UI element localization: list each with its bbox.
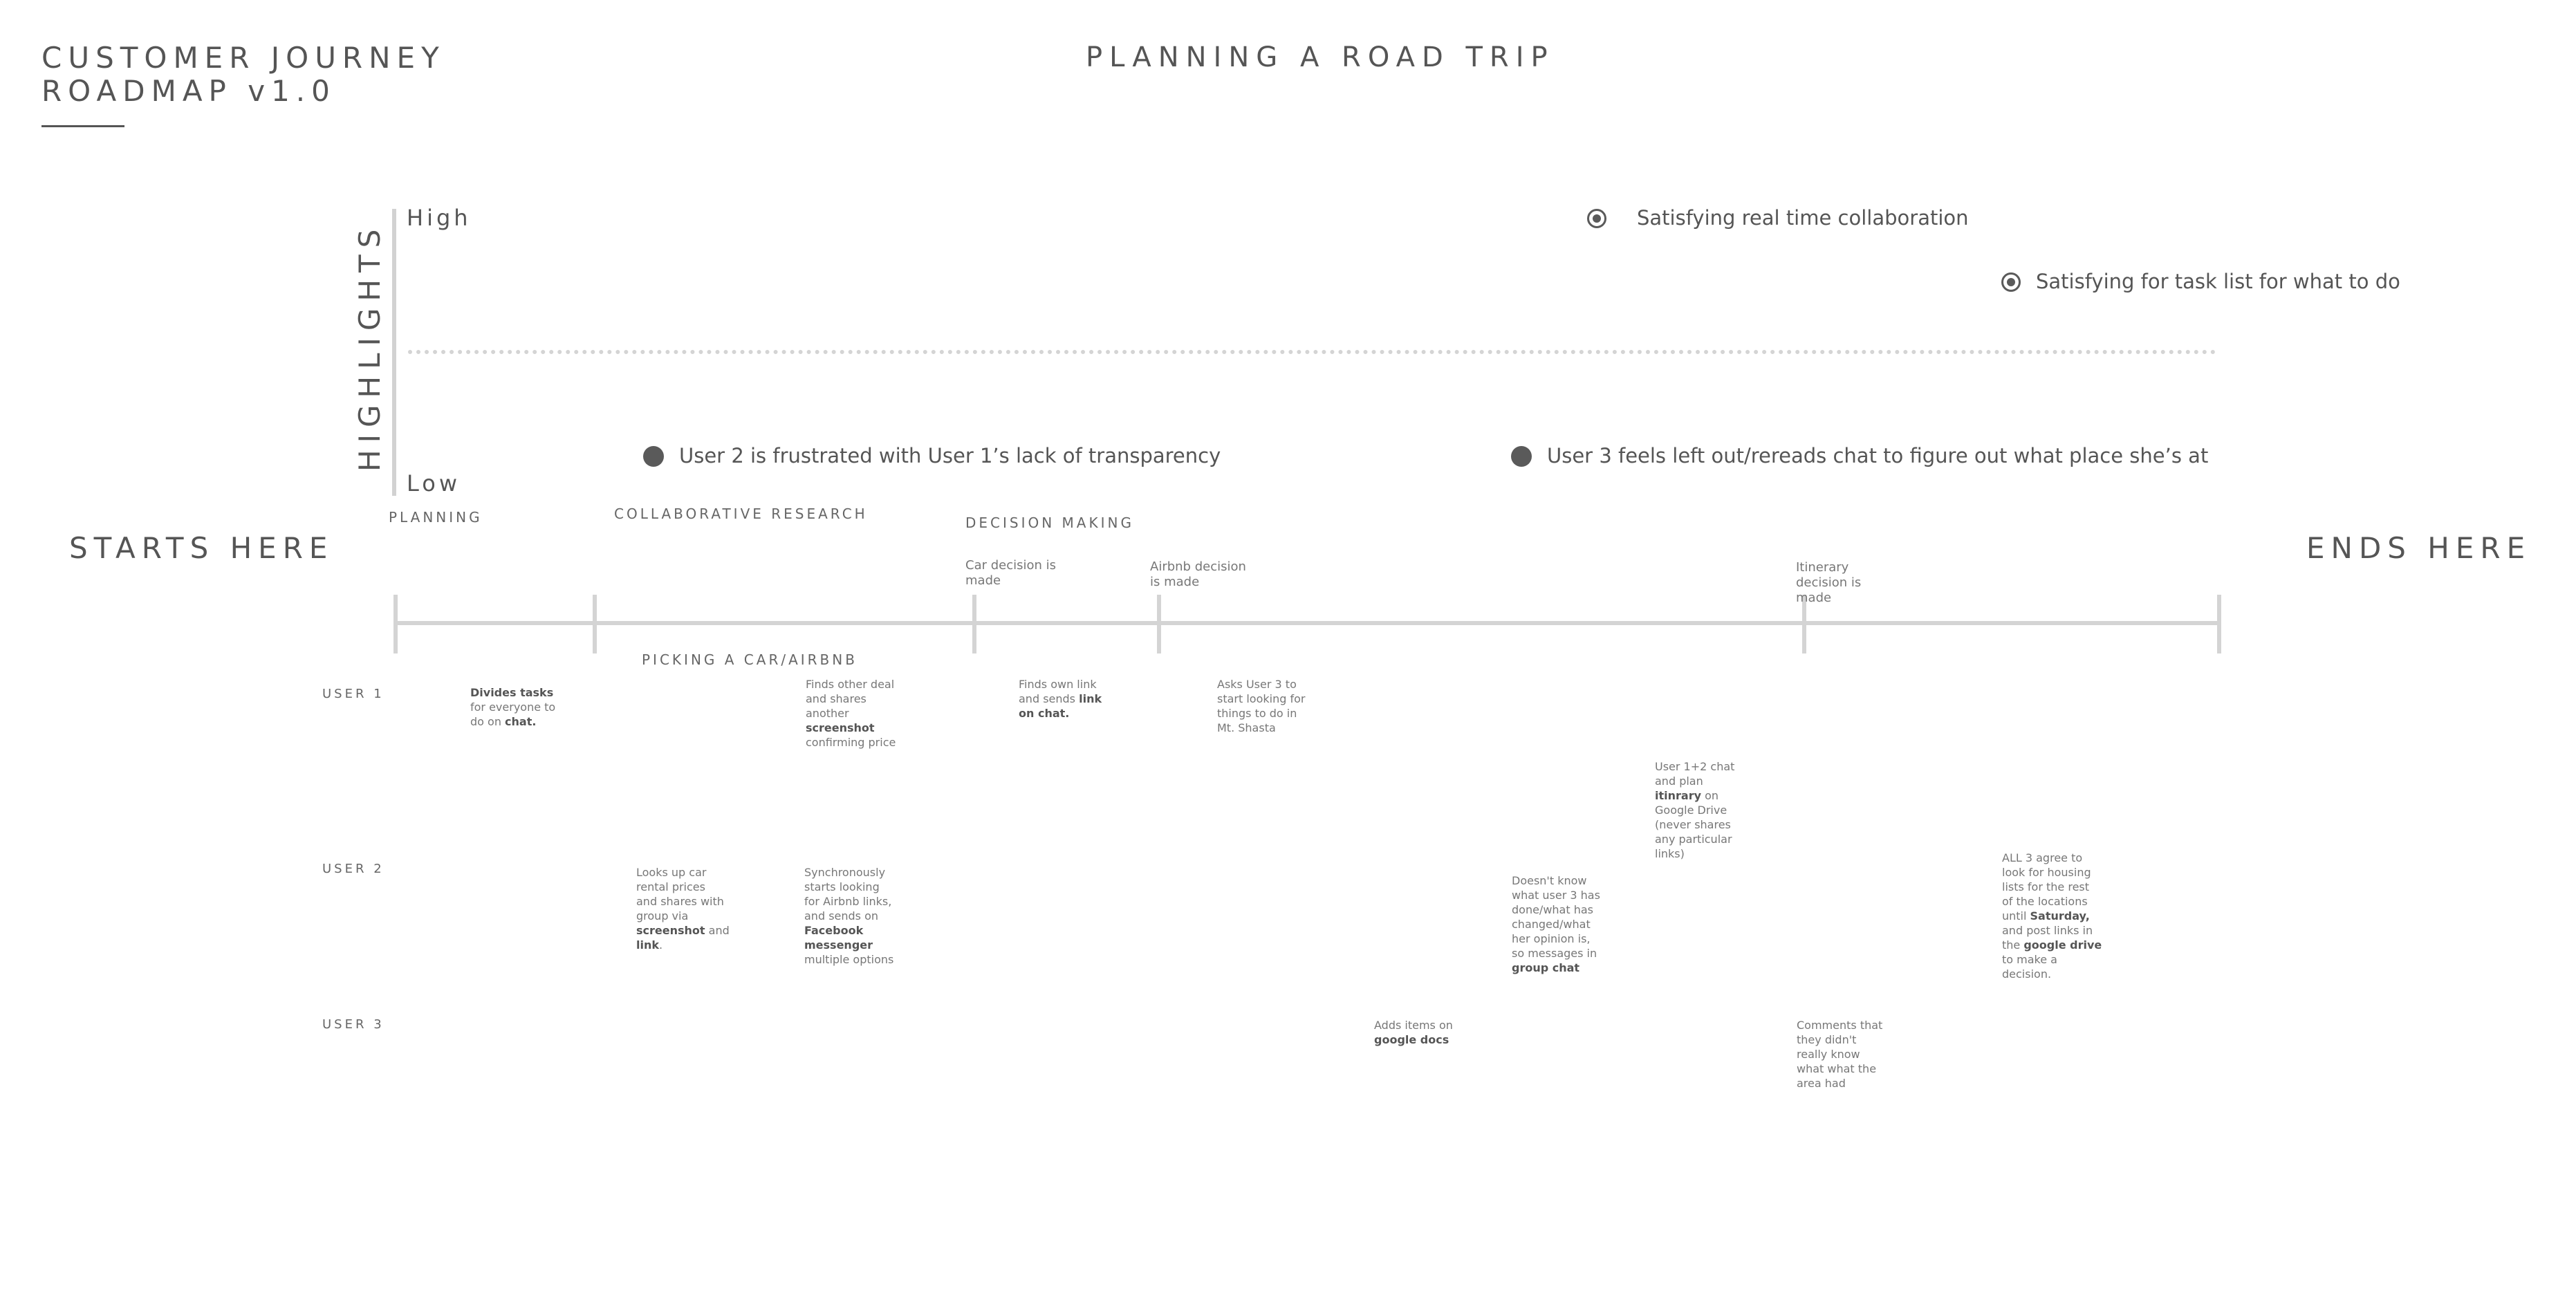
highlight-text: Satisfying real time collaboration [1637, 206, 1969, 230]
timeline-tick [393, 595, 398, 653]
title-underline [41, 125, 124, 127]
timeline-tick [593, 595, 597, 653]
roadmap-title: CUSTOMER JOURNEY ROADMAP v1.0 [41, 41, 445, 108]
timeline-tick [1157, 595, 1161, 653]
decision-airbnb: Airbnb decision is made [1150, 559, 1246, 589]
timeline-tick [1802, 595, 1806, 653]
note-user2-all-3-agree: ALL 3 agree to look for housing lists fo… [2002, 851, 2102, 981]
stage-label-planning: PLANNING [389, 509, 483, 526]
lowlight-text: User 2 is frustrated with User 1’s lack … [679, 444, 1221, 467]
note-user3-comments: Comments that they didn't really know wh… [1797, 1019, 1883, 1090]
note-user2-looks-up: Looks up car rental prices and shares wi… [636, 866, 730, 952]
journey-timeline [396, 621, 2219, 625]
highlights-axis-label: HIGHLIGHTS [353, 222, 387, 472]
stage-label-picking: PICKING A CAR/AIRBNB [642, 651, 858, 668]
note-user1-divides-tasks: Divides tasks for everyone to do on chat… [470, 686, 556, 728]
timeline-tick [2217, 595, 2221, 653]
low-label: Low [407, 470, 461, 497]
note-user2-doesnt-know: Doesn't know what user 3 has done/what h… [1512, 874, 1600, 974]
lowlight-text: User 3 feels left out/rereads chat to fi… [1547, 444, 2209, 467]
high-label: High [407, 205, 472, 231]
decision-itinerary: Itinerary decision is made [1796, 560, 1862, 605]
highlight-text: Satisfying for task list for what to do [2036, 270, 2400, 293]
user-label-2: USER 2 [322, 862, 384, 876]
user-label-3: USER 3 [322, 1017, 384, 1032]
stage-label-decision-making: DECISION MAKING [965, 514, 1134, 531]
note-user1-asks-user3: Asks User 3 to start looking for things … [1217, 678, 1306, 734]
timeline-tick [972, 595, 976, 653]
highlights-midline [408, 350, 2216, 354]
lowlight-marker-1 [643, 446, 664, 467]
note-user3-adds-items: Adds items on google docs [1374, 1019, 1453, 1046]
stage-label-collaborative-research: COLLABORATIVE RESEARCH [614, 506, 868, 522]
note-user12-chat: User 1+2 chat and plan itinrary on Googl… [1655, 760, 1735, 860]
start-label: STARTS HERE [69, 531, 334, 565]
journey-title: PLANNING A ROAD TRIP [1086, 41, 1555, 73]
highlight-marker-high-2 [2001, 272, 2021, 292]
note-user1-finds-deal: Finds other deal and shares another scre… [806, 678, 896, 749]
note-user1-finds-link: Finds own link and sends link on chat. [1019, 678, 1102, 720]
decision-car: Car decision is made [965, 558, 1057, 588]
highlight-marker-high-1 [1587, 209, 1606, 228]
lowlight-marker-2 [1511, 446, 1532, 467]
highlights-axis [392, 209, 396, 496]
note-user2-synchronously: Synchronously starts looking for Airbnb … [804, 866, 894, 966]
end-label: ENDS HERE [2306, 531, 2532, 565]
user-label-1: USER 1 [322, 687, 384, 701]
